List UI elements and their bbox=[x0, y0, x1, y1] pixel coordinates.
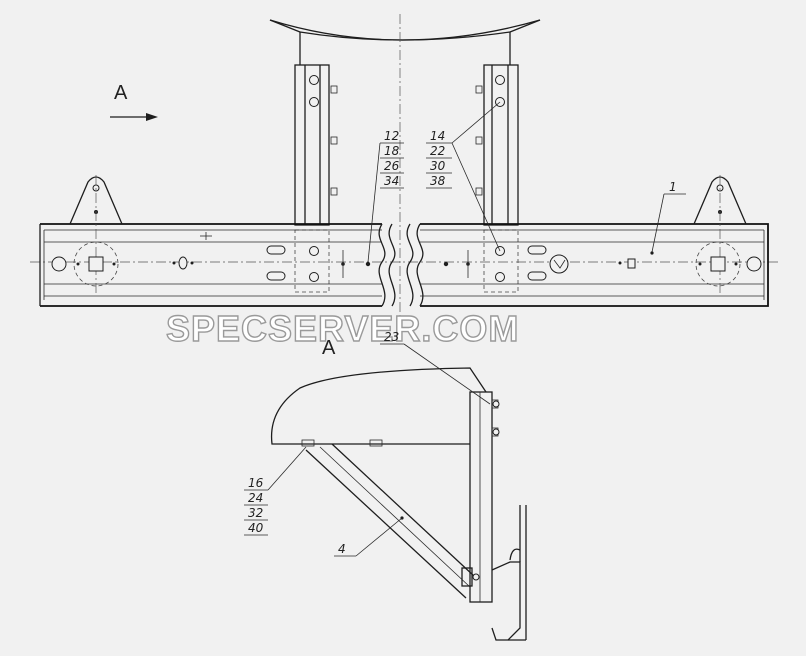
callout-bottom-stack: 16 24 32 40 bbox=[244, 446, 307, 536]
view-arrow: A bbox=[110, 82, 158, 121]
callout-32: 32 bbox=[248, 506, 263, 520]
callout-24: 24 bbox=[248, 491, 263, 505]
watermark-text: SPECSERVER.COM bbox=[166, 308, 519, 349]
callout-16: 16 bbox=[248, 476, 264, 490]
callout-23-label: 23 bbox=[384, 330, 399, 344]
right-end-features bbox=[549, 241, 762, 287]
callout-18: 18 bbox=[384, 144, 400, 158]
section-vertical-plate bbox=[469, 391, 500, 603]
callout-34: 34 bbox=[384, 174, 399, 188]
callout-30: 30 bbox=[430, 159, 446, 173]
section-diagonal-brace bbox=[301, 439, 480, 599]
view-label-section: A bbox=[322, 337, 336, 359]
callout-4: 4 bbox=[334, 516, 404, 557]
callout-40: 40 bbox=[248, 521, 264, 535]
callout-26: 26 bbox=[384, 159, 400, 173]
callout-38: 38 bbox=[430, 174, 446, 188]
callout-part-1: 1 bbox=[650, 180, 686, 255]
callout-left-stack: 12 18 26 34 bbox=[367, 129, 404, 263]
right-mount-holes bbox=[443, 245, 547, 282]
bumper-beam bbox=[39, 223, 769, 307]
callout-23: 23 bbox=[380, 330, 491, 405]
view-label-top: A bbox=[114, 82, 128, 104]
callout-1: 1 bbox=[669, 180, 677, 194]
section-lower-bracket bbox=[491, 505, 527, 641]
callout-14: 14 bbox=[430, 129, 445, 143]
callout-4-label: 4 bbox=[338, 542, 346, 556]
left-tow-bracket bbox=[69, 175, 123, 296]
left-vertical-support bbox=[294, 64, 338, 293]
section-cover bbox=[270, 367, 487, 445]
left-end-features bbox=[51, 241, 194, 287]
callout-12: 12 bbox=[384, 129, 399, 143]
callout-right-stack: 14 22 30 38 bbox=[426, 101, 501, 252]
upper-body bbox=[269, 19, 541, 65]
callout-22: 22 bbox=[430, 144, 445, 158]
break-lines bbox=[378, 223, 424, 307]
left-mount-holes bbox=[266, 245, 371, 282]
right-vertical-support bbox=[475, 64, 519, 293]
right-tow-bracket bbox=[693, 175, 747, 296]
